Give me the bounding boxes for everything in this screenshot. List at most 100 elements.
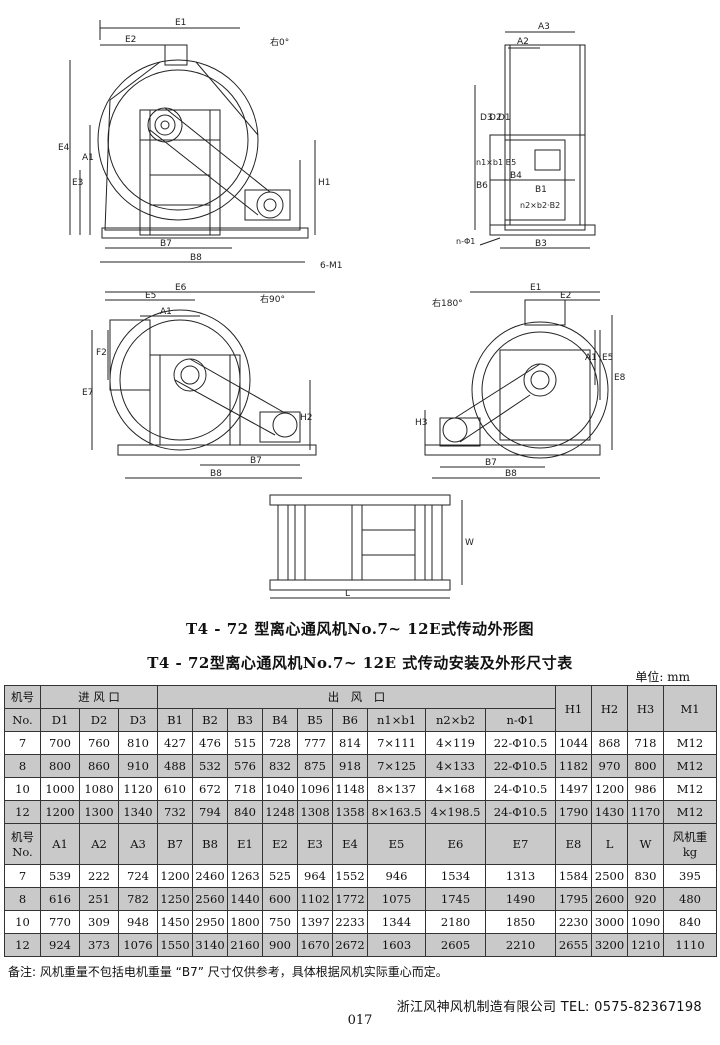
table-cell: 814	[332, 731, 369, 755]
header-cell: 机号	[4, 685, 41, 709]
header-cell: H2	[591, 685, 629, 732]
unit-label: 单位: mm	[635, 670, 690, 684]
table-cell: 832	[262, 754, 299, 778]
svg-text:n2×b2·B2: n2×b2·B2	[520, 201, 560, 210]
svg-text:E2: E2	[560, 291, 571, 301]
table-cell: 1850	[485, 910, 557, 934]
table-cell: 732	[157, 800, 194, 824]
table-cell: 1790	[555, 800, 593, 824]
table-cell: 1102	[297, 887, 334, 911]
table-cell: 830	[627, 864, 665, 888]
table-cell: 1248	[262, 800, 299, 824]
svg-text:n1×b1 B5: n1×b1 B5	[476, 158, 516, 167]
table-cell: 7×125	[367, 754, 427, 778]
table-cell: 1800	[227, 910, 264, 934]
table-cell: 3200	[591, 933, 629, 957]
table-cell: 395	[663, 864, 718, 888]
table-cell: 2950	[192, 910, 229, 934]
table-cell: 875	[297, 754, 334, 778]
table-cell: 1550	[157, 933, 194, 957]
table-cell: 525	[262, 864, 299, 888]
svg-text:E7: E7	[82, 388, 93, 398]
table-cell: 8×163.5	[367, 800, 427, 824]
table-cell: 2180	[425, 910, 487, 934]
svg-text:L: L	[345, 589, 350, 599]
header-row-1: 机号 进 风 口 出 风 口 H1 H2 H3 M1	[4, 685, 718, 732]
table-cell: 860	[79, 754, 119, 778]
header-cell-line: E3	[307, 837, 323, 851]
table-cell: 782	[117, 887, 159, 911]
svg-text:B6: B6	[476, 181, 488, 191]
svg-text:E6: E6	[175, 283, 187, 293]
header-cell-outlet: 出 风 口	[157, 685, 557, 709]
table-cell: 10	[4, 777, 41, 801]
header-cell: H1	[555, 685, 593, 732]
table-cell: 2600	[591, 887, 629, 911]
table-cell: 948	[117, 910, 159, 934]
header-cell: E7	[485, 823, 557, 865]
technical-drawings: 右0° E1 E2 E4 A1 E3 H1 B7 B8 6-M1 A3 A2 D…	[58, 18, 626, 599]
svg-text:A3: A3	[538, 22, 550, 32]
header-cell: B5	[297, 708, 334, 732]
table-cell: 760	[79, 731, 119, 755]
table-cell: 800	[627, 754, 665, 778]
header-cell: D3	[117, 708, 159, 732]
table-cell: 2672	[332, 933, 369, 957]
table-cell: 770	[40, 910, 80, 934]
table-cell: 1076	[117, 933, 159, 957]
table-cell: M12	[663, 800, 718, 824]
table-cell: 718	[627, 731, 665, 755]
svg-text:A1: A1	[160, 307, 172, 317]
header-cell: E6	[425, 823, 487, 865]
table-cell: 900	[262, 933, 299, 957]
svg-text:B7: B7	[160, 239, 172, 249]
table-cell: 1308	[297, 800, 334, 824]
svg-text:E5: E5	[602, 353, 613, 363]
header-cell: No.	[4, 708, 41, 732]
table-cell: 2605	[425, 933, 487, 957]
table-cell: 672	[192, 777, 229, 801]
table-cell: 794	[192, 800, 229, 824]
header-cell-line: No.	[12, 845, 33, 859]
table-cell: 600	[262, 887, 299, 911]
table-cell: 1795	[555, 887, 593, 911]
header-cell: B6	[332, 708, 369, 732]
page-number: 017	[347, 1013, 373, 1028]
table-cell: 12	[4, 933, 41, 957]
header-cell-line: B7	[167, 837, 183, 851]
header-cell: A1	[40, 823, 80, 865]
table-cell: 1182	[555, 754, 593, 778]
table-cell: 1170	[627, 800, 665, 824]
table-cell: 7×111	[367, 731, 427, 755]
svg-text:E5: E5	[145, 291, 156, 301]
svg-text:B4: B4	[510, 171, 522, 181]
table-cell: 251	[79, 887, 119, 911]
svg-text:D2: D2	[489, 113, 502, 123]
svg-text:H1: H1	[318, 178, 331, 188]
table-cell: 8	[4, 887, 41, 911]
table-cell: 810	[117, 731, 159, 755]
table-cell: 910	[117, 754, 159, 778]
header-cell-line: B8	[202, 837, 218, 851]
table-cell: 1120	[117, 777, 159, 801]
table-cell: 918	[332, 754, 369, 778]
header-cell-line: W	[639, 837, 652, 851]
header-cell-line: 风机重	[672, 830, 708, 844]
table-cell: 1040	[262, 777, 299, 801]
table-cell: 532	[192, 754, 229, 778]
table-cell: 986	[627, 777, 665, 801]
table-cell: 1000	[40, 777, 80, 801]
svg-text:D3: D3	[480, 113, 493, 123]
table-cell: 1300	[79, 800, 119, 824]
header-cell-line: kg	[682, 845, 698, 859]
table-cell: 1344	[367, 910, 427, 934]
header-cell-inlet: 进 风 口	[39, 685, 159, 709]
table-cell: 1148	[332, 777, 369, 801]
